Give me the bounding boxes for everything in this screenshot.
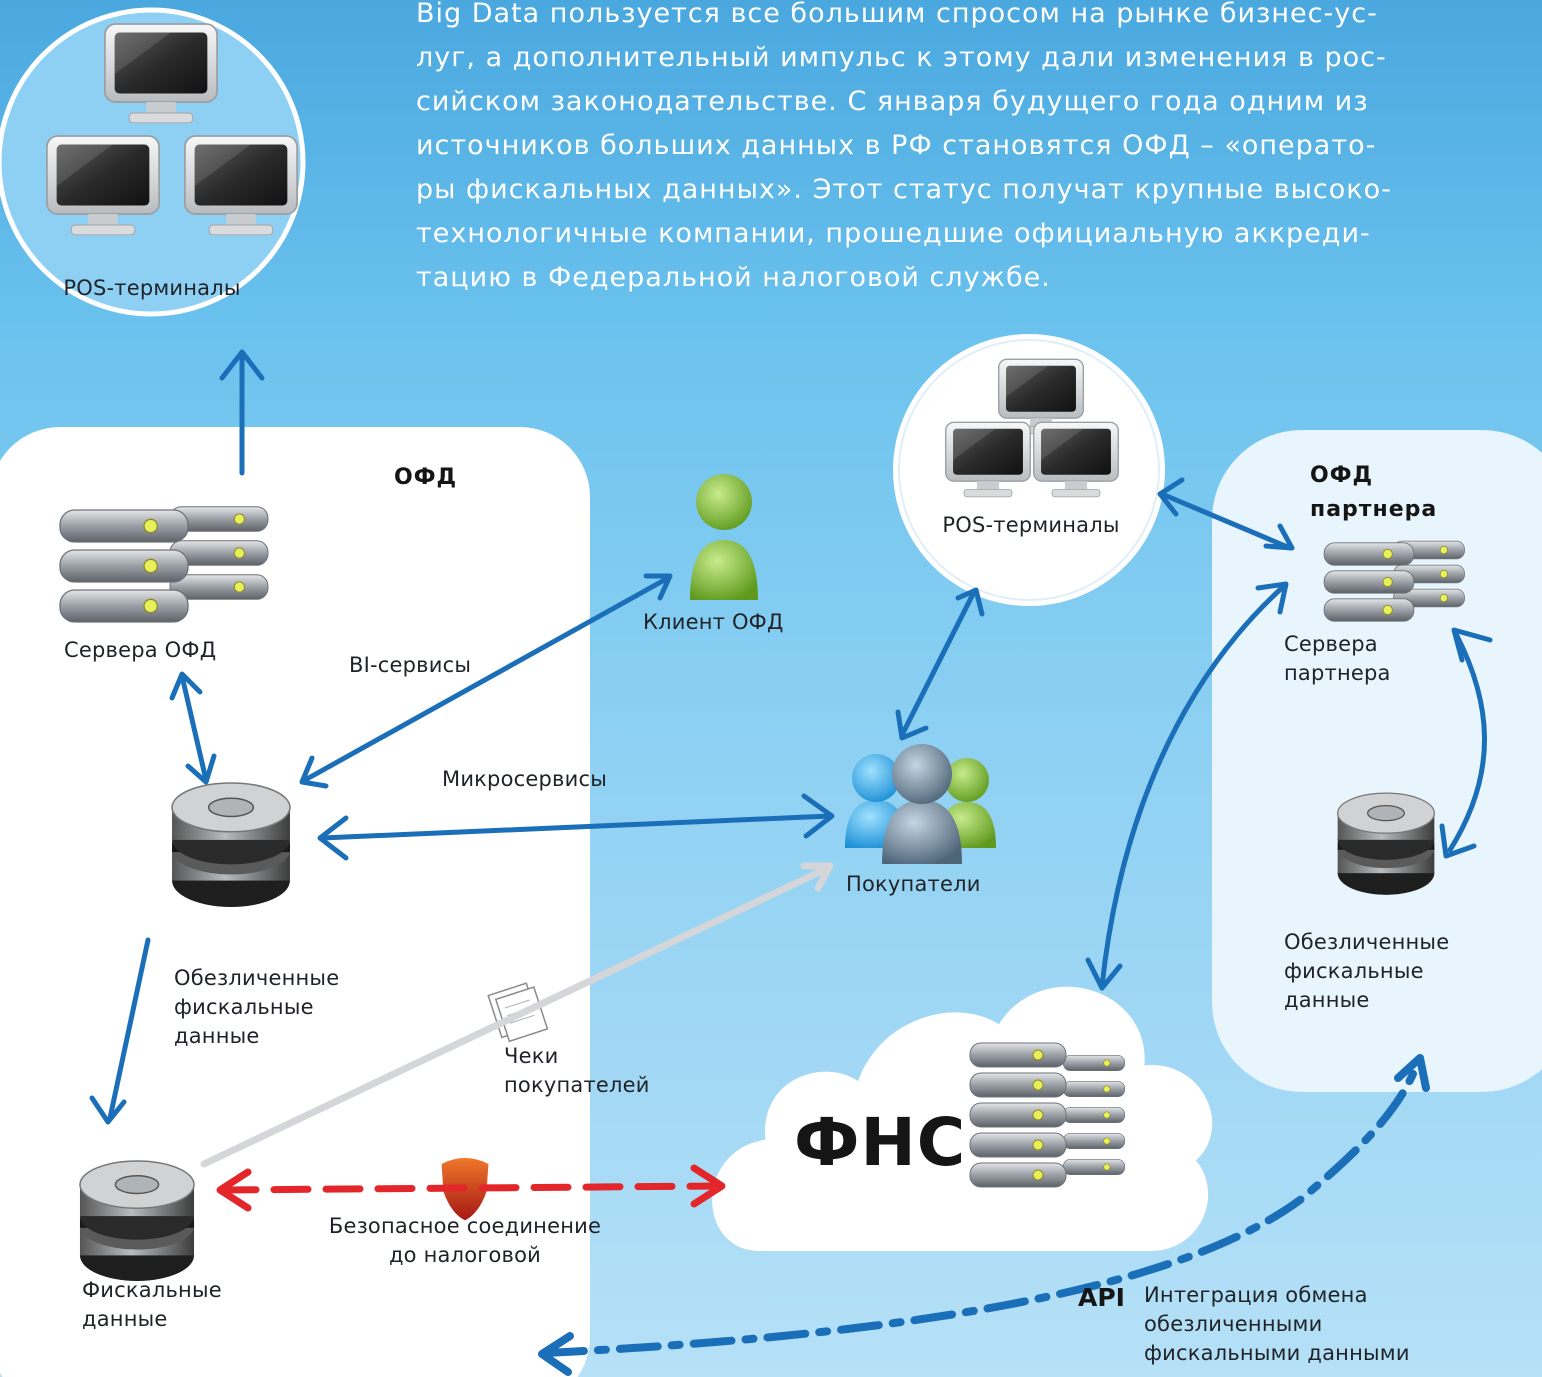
fns-label: ФНС — [794, 1104, 967, 1181]
ofd-servers-label: Сервера ОФД — [64, 638, 217, 662]
anon-data-line: Обезличенные — [174, 966, 340, 990]
partner-anon-label: Обезличенные фискальные данные — [1284, 928, 1449, 1015]
partner-anon-line: данные — [1284, 988, 1370, 1012]
partner-title: ОФД партнера — [1310, 459, 1437, 527]
buyers-group-icon — [845, 744, 996, 864]
intro-line: сийском законодательстве. С января будущ… — [416, 86, 1369, 117]
secure-line: до налоговой — [388, 1243, 542, 1267]
intro-line: технологичные компании, прошедшие официа… — [416, 218, 1371, 249]
arrow-pos-partner — [1159, 491, 1293, 551]
receipts-line: покупателей — [504, 1073, 650, 1097]
arrow-microservices — [319, 813, 833, 841]
arrow-partner-fns — [1099, 583, 1287, 989]
fiscal-data-line: Фискальные — [82, 1278, 222, 1302]
anon-data-line: данные — [174, 1024, 260, 1048]
secure-line: Безопасное соединение — [328, 1214, 602, 1238]
partner-anon-line: Обезличенные — [1284, 930, 1450, 954]
api-label: API — [1078, 1283, 1125, 1312]
intro-line: Big Data пользуется все большим спросом … — [416, 0, 1378, 29]
arrow-anon-to-fiscal — [107, 937, 151, 1121]
bi-services-label: BI-сервисы — [349, 653, 472, 677]
intro-line: ры фискальных данных». Этот статус получ… — [416, 174, 1392, 205]
intro-line: источников больших данных в РФ становятс… — [416, 130, 1377, 161]
microservices-label: Микросервисы — [442, 767, 607, 791]
intro-line: луг, а дополнительный импульс к этому да… — [416, 42, 1387, 73]
client-person-icon — [690, 474, 758, 600]
receipts-label: Чеки покупателей — [504, 1042, 650, 1100]
arrow-partner-servers-db — [1447, 631, 1487, 853]
partner-db-icon — [1336, 792, 1436, 896]
ofd-title: ОФД — [394, 465, 458, 490]
fiscal-data-label: Фискальные данные — [82, 1276, 222, 1334]
intro-paragraph: Big Data пользуется все большим спросом … — [416, 0, 1456, 300]
partner-title-line: партнера — [1310, 497, 1438, 522]
receipts-line: Чеки — [504, 1044, 559, 1068]
partner-anon-line: фискальные — [1284, 959, 1424, 983]
pos-top-label: POS-терминалы — [63, 276, 241, 300]
arrow-bi-services — [302, 575, 671, 783]
partner-title-line: ОФД — [1310, 463, 1374, 488]
fiscal-data-db-icon — [79, 1160, 195, 1282]
fiscal-data-line: данные — [82, 1307, 168, 1331]
intro-line: тацию в Федеральной налоговой службе. — [416, 262, 1051, 293]
buyers-label: Покупатели — [846, 872, 981, 896]
arrow-secure-connection — [218, 1182, 724, 1194]
secure-connection-label: Безопасное соединение до налоговой — [300, 1212, 630, 1270]
ofd-panel — [0, 427, 590, 1377]
fns-servers-icon — [969, 1042, 1126, 1188]
api-text-line: обезличенными — [1144, 1312, 1323, 1336]
partner-servers-line: партнера — [1284, 661, 1391, 685]
api-text-line: Интеграция обмена — [1144, 1283, 1368, 1307]
arrow-servers-anon — [179, 673, 209, 783]
partner-servers-line: Сервера — [1284, 632, 1378, 656]
anon-data-line: фискальные — [174, 995, 314, 1019]
api-description: Интеграция обмена обезличенными фискальн… — [1144, 1281, 1410, 1368]
api-text-line: фискальными данными — [1144, 1341, 1410, 1365]
client-label: Клиент ОФД — [643, 610, 784, 634]
arrow-receipts — [200, 864, 832, 1168]
partner-servers-label: Сервера партнера — [1284, 630, 1391, 688]
anon-data-label: Обезличенные фискальные данные — [174, 964, 339, 1051]
anon-data-db-icon — [170, 781, 292, 909]
pos-right-label: POS-терминалы — [942, 513, 1120, 537]
arrow-buyers-pos — [899, 589, 977, 738]
